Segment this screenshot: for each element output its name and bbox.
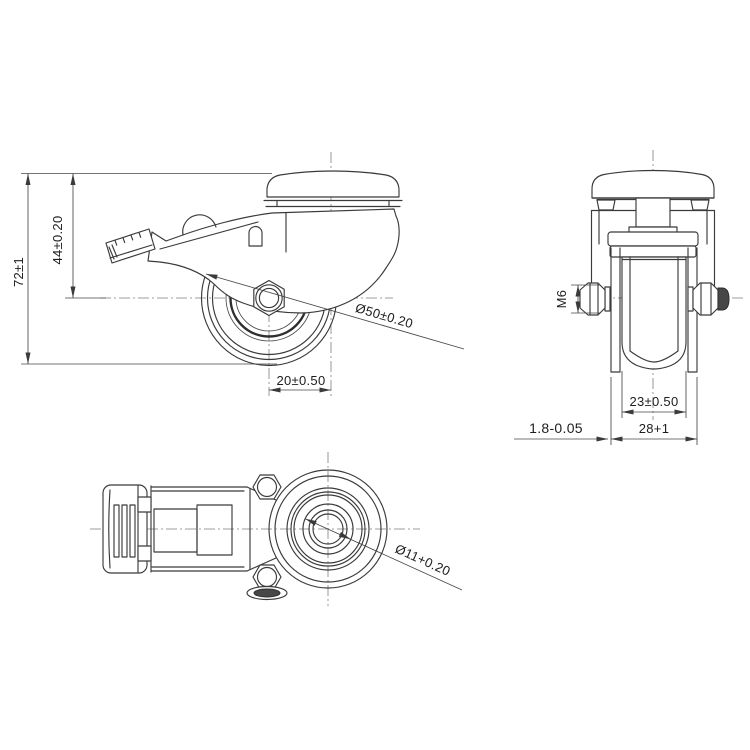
wheel-front — [621, 256, 687, 370]
bolt-bottom-plan — [246, 564, 288, 601]
bolt-top-plan — [252, 474, 282, 500]
bolt-end-cap — [717, 287, 730, 311]
swivel-circles-plan — [268, 469, 388, 589]
pedal-tab-bottom — [137, 545, 152, 562]
kingpin-stem — [635, 197, 671, 228]
front-dimensions: M6 23±0.50 28+1 1.8-0.05 — [514, 284, 698, 445]
dim-leg-thickness: 1.8-0.05 — [529, 420, 583, 436]
dim-overall-height: 72±1 — [11, 257, 26, 287]
brake-arm-rib — [159, 221, 259, 250]
dim-wheel-width: 23±0.50 — [630, 394, 679, 409]
body-window-right — [196, 504, 233, 556]
bottom-view: Ø11+0.20 — [90, 452, 463, 606]
axle-front — [579, 282, 730, 316]
axle-nut-left — [579, 282, 606, 316]
axle-nut-side — [253, 279, 285, 317]
front-view: M6 23±0.50 28+1 1.8-0.05 — [514, 150, 746, 445]
dim-swivel-offset: 20±0.50 — [277, 373, 326, 388]
dim-fork-width: 28+1 — [639, 421, 669, 436]
brake-arm-boss — [182, 214, 217, 236]
side-view: 72±1 44±0.20 Ø50±0.20 20±0.50 — [11, 152, 465, 397]
dim-top-to-axle: 44±0.20 — [50, 216, 65, 265]
fork-plate-lower — [609, 245, 697, 258]
brake-pedal-plan — [102, 484, 152, 574]
fork-slot — [248, 225, 263, 247]
washer-left — [604, 286, 611, 312]
washer-dark — [253, 588, 281, 598]
dim-bolt-hole: Ø11+0.20 — [393, 541, 453, 579]
washer-right — [687, 286, 694, 312]
dim-wheel-diameter: Ø50±0.20 — [354, 300, 415, 331]
body-window-left — [153, 508, 198, 553]
pedal-tab-top — [137, 496, 152, 513]
dim-axle-thread: M6 — [554, 290, 569, 309]
fork-plate — [607, 231, 699, 247]
swivel-dome-front — [590, 169, 716, 212]
axle-nut-right — [692, 282, 719, 316]
swivel-dome-side — [263, 170, 403, 208]
brake-pedal-side — [105, 228, 156, 264]
